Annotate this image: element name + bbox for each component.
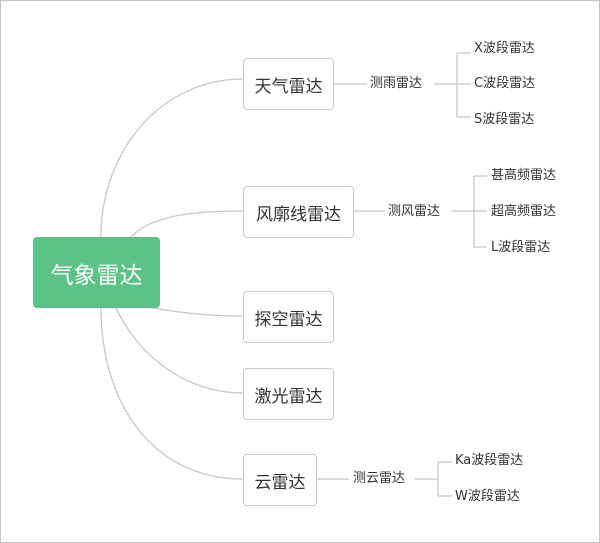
connector-root-sounding	[152, 307, 244, 317]
sub-label-rain-radar: 测雨雷达	[370, 76, 423, 91]
leaf-ka-band-radar: Ka波段雷达	[455, 453, 524, 468]
branch-node-sounding-radar: 探空雷达	[243, 291, 334, 343]
branch-node-wind-profiler: 风廓线雷达	[243, 186, 354, 238]
branch-node-weather-radar: 天气雷达	[243, 58, 334, 110]
root-node: 气象雷达	[33, 237, 160, 308]
leaf-s-band-radar: S波段雷达	[474, 112, 535, 127]
connector-cloud-leaves	[415, 461, 452, 497]
sub-label-cloud-measure-radar: 测云雷达	[353, 471, 406, 486]
leaf-w-band-radar: W波段雷达	[455, 489, 520, 504]
leaf-c-band-radar: C波段雷达	[474, 76, 536, 91]
connector-root-lidar	[115, 307, 244, 394]
connector-root-cloud	[100, 307, 244, 480]
leaf-vhf-radar: 甚高频雷达	[491, 168, 557, 183]
leaf-l-band-radar: L波段雷达	[491, 240, 551, 255]
branch-node-cloud-radar: 云雷达	[243, 454, 317, 506]
leaf-uhf-radar: 超高频雷达	[491, 204, 557, 219]
sub-label-wind-radar: 测风雷达	[388, 204, 441, 219]
connector-weather-leaves	[434, 52, 471, 118]
connector-root-wind	[130, 210, 244, 238]
connector-wind-leaves	[451, 175, 487, 248]
connector-root-weather	[100, 78, 244, 238]
branch-node-lidar: 激光雷达	[243, 368, 334, 420]
leaf-x-band-radar: X波段雷达	[474, 41, 535, 56]
